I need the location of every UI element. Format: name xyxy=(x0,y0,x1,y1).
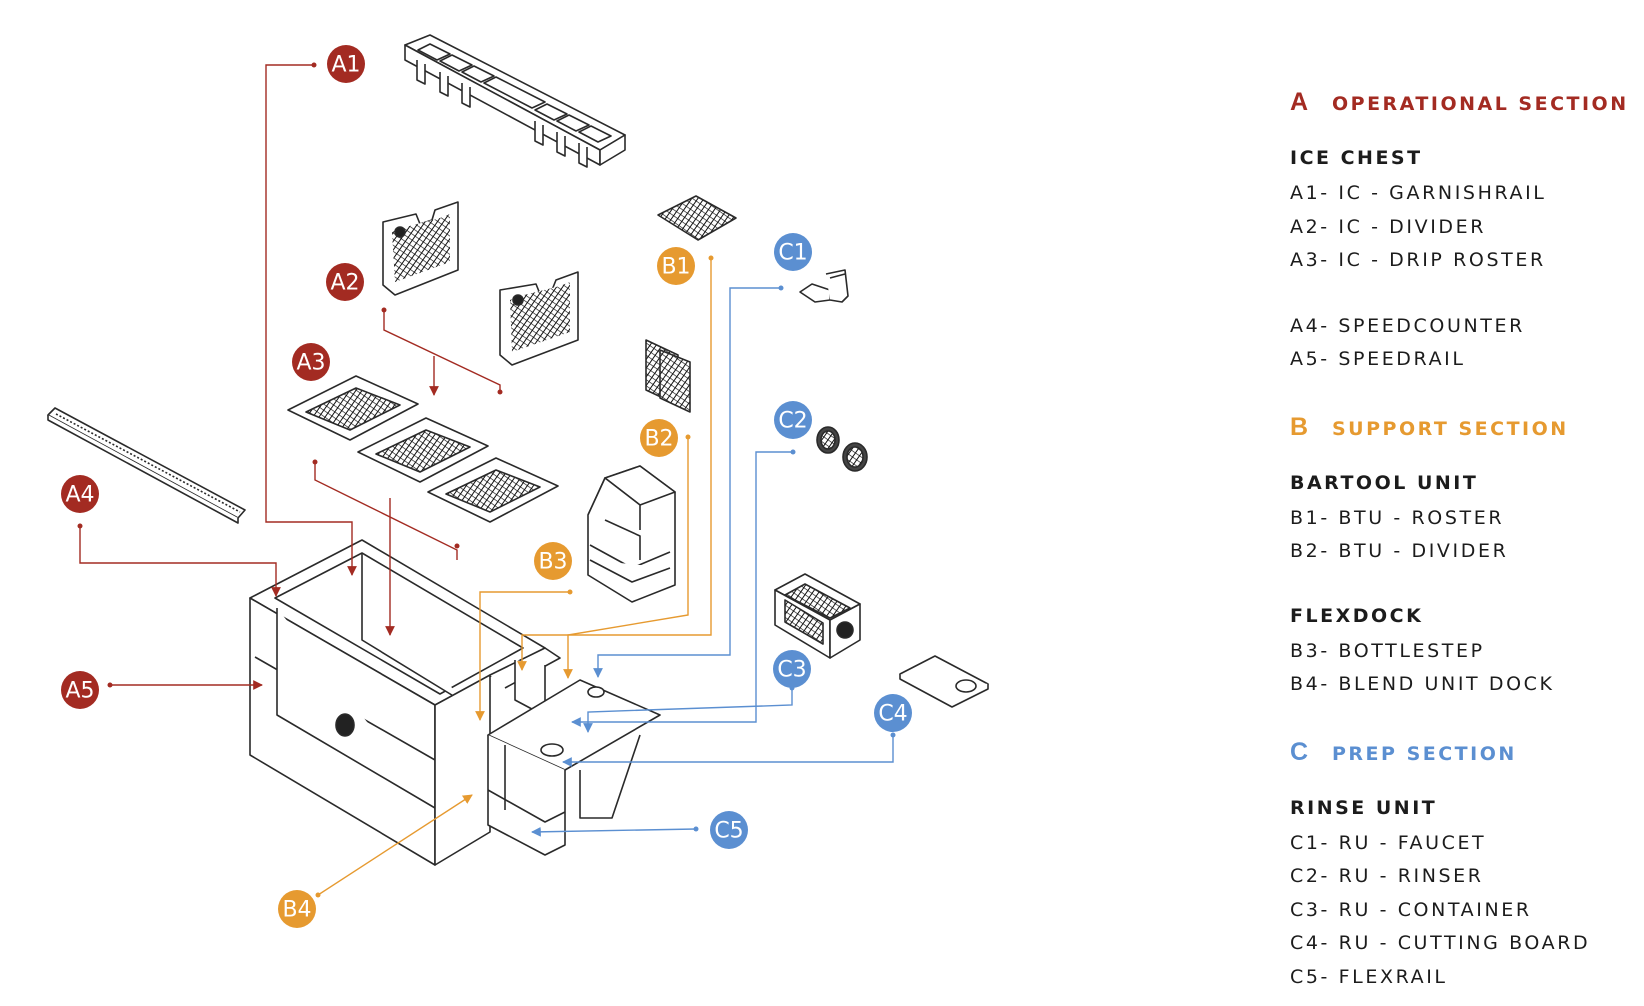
legend-item-b1: B1- BTU - ROSTER xyxy=(1290,506,1505,529)
faucet-part xyxy=(799,269,849,303)
badge-c1: C1 xyxy=(774,233,812,271)
section-c-heading: C PREP SECTION xyxy=(1290,737,1517,766)
rinser-part xyxy=(816,426,868,472)
badge-a1: A1 xyxy=(327,45,365,83)
btu-roster-part xyxy=(657,195,737,241)
section-b-heading: B SUPPORT SECTION xyxy=(1290,412,1569,441)
cutting-board-part xyxy=(899,655,989,708)
svg-text:C5: C5 xyxy=(714,819,743,844)
container-part xyxy=(774,573,861,659)
btu-divider-part xyxy=(645,339,691,413)
svg-text:B3: B3 xyxy=(538,550,567,575)
badge-a4: A4 xyxy=(61,475,99,513)
svg-text:C3: C3 xyxy=(777,658,806,683)
badge-c3: C3 xyxy=(773,650,811,688)
svg-text:B2: B2 xyxy=(644,427,673,452)
divider-part xyxy=(382,201,579,366)
legend-item-a1: A1- IC - GARNISHRAIL xyxy=(1290,182,1547,204)
svg-text:A2: A2 xyxy=(330,271,359,296)
badge-b4: B4 xyxy=(278,890,316,928)
svg-text:A3: A3 xyxy=(296,351,325,376)
badge-a3: A3 xyxy=(292,343,330,381)
speedcounter-part xyxy=(47,407,246,524)
flexdock-heading: FLEXDOCK xyxy=(1290,604,1424,627)
legend-item-b3: B3- BOTTLESTEP xyxy=(1290,639,1485,662)
badge-c4: C4 xyxy=(874,694,912,732)
ice-chest-heading: ICE CHEST xyxy=(1290,147,1423,169)
legend-item-a5: A5- SPEEDRAIL xyxy=(1290,348,1466,370)
svg-text:C1: C1 xyxy=(778,241,807,266)
legend: A OPERATIONAL SECTION ICE CHEST A1- IC -… xyxy=(1290,88,1630,994)
badge-a2: A2 xyxy=(326,263,364,301)
main-bar-body xyxy=(249,539,661,866)
badge-a5: A5 xyxy=(61,671,99,709)
svg-text:B4: B4 xyxy=(282,898,311,923)
drip-roster-part xyxy=(287,375,559,523)
legend-item-c5: C5- FLEXRAIL xyxy=(1290,965,1448,988)
exploded-diagram: A1 A2 A3 A4 A5 B1 B2 B3 B4 C1 C2 C3 C4 C… xyxy=(47,34,989,928)
svg-text:A4: A4 xyxy=(65,483,94,508)
legend-item-c3: C3- RU - CONTAINER xyxy=(1290,898,1532,921)
legend-item-a2: A2- IC - DIVIDER xyxy=(1290,215,1487,238)
badge-b2: B2 xyxy=(640,419,678,457)
legend-item-c1: C1- RU - FAUCET xyxy=(1290,831,1487,854)
legend-item-a3: A3- IC - DRIP ROSTER xyxy=(1290,249,1546,271)
bottlestep-part xyxy=(587,465,676,603)
legend-item-b2: B2- BTU - DIVIDER xyxy=(1290,540,1509,562)
garnishrail-part xyxy=(404,34,626,168)
svg-text:A5: A5 xyxy=(65,679,94,704)
legend-item-c4: C4- RU - CUTTING BOARD xyxy=(1290,932,1591,954)
badge-c5: C5 xyxy=(710,811,748,849)
legend-item-b4: B4- BLEND UNIT DOCK xyxy=(1290,673,1555,695)
badge-b1: B1 xyxy=(657,247,695,285)
svg-text:A1: A1 xyxy=(331,53,360,78)
rinse-unit-heading: RINSE UNIT xyxy=(1290,796,1438,819)
bartool-heading: BARTOOL UNIT xyxy=(1290,471,1479,494)
svg-text:C2: C2 xyxy=(778,409,807,434)
legend-item-a4: A4- SPEEDCOUNTER xyxy=(1290,314,1525,337)
svg-text:C4: C4 xyxy=(878,702,907,727)
section-a-heading: A OPERATIONAL SECTION xyxy=(1290,88,1629,116)
badge-c2: C2 xyxy=(774,401,812,439)
badge-b3: B3 xyxy=(534,542,572,580)
legend-item-c2: C2- RU - RINSER xyxy=(1290,865,1484,887)
svg-text:B1: B1 xyxy=(661,255,690,280)
